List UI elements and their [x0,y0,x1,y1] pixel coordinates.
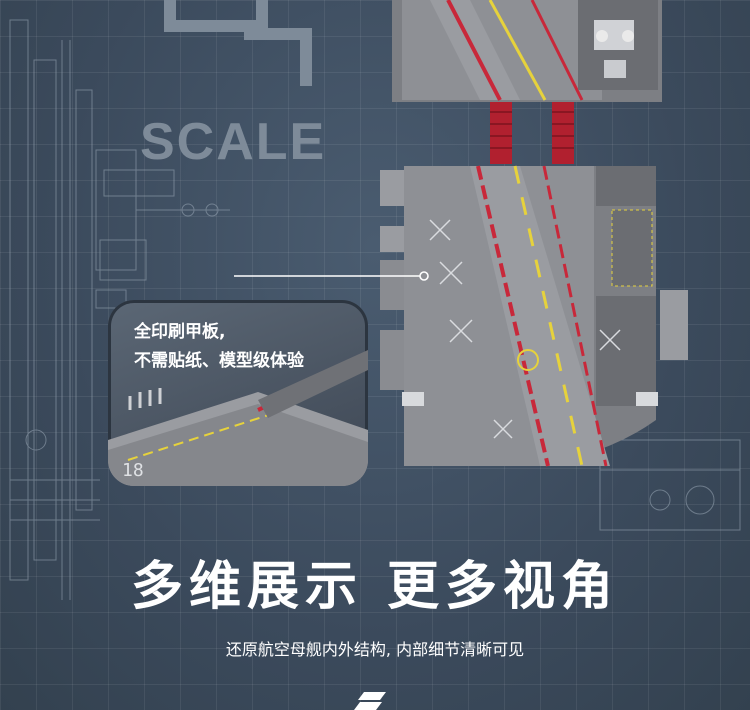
callout-text: 全印刷甲板, 不需贴纸、模型级体验 [134,318,304,376]
headline: 多维展示 更多视角 [130,557,620,617]
carrier-top-section [392,0,662,102]
red-connectors [490,102,574,164]
carrier-bottom-section [380,165,688,467]
scale-bracket-top [164,0,268,32]
subline: 还原航空母舰内外结构, 内部细节清晰可见 [225,640,525,659]
scale-label: SCALE [140,113,327,171]
deck-hull-number: 18 [122,460,144,481]
zoom-callout: 18 全印刷甲板, 不需贴纸、模型级体验 [108,300,368,486]
scale-bracket-right [244,28,312,86]
deck-closeup-image: 18 [108,350,368,486]
callout-leader [234,271,429,281]
callout-line-2: 不需贴纸、模型级体验 [134,351,304,371]
callout-line-1: 全印刷甲板, [134,322,226,342]
